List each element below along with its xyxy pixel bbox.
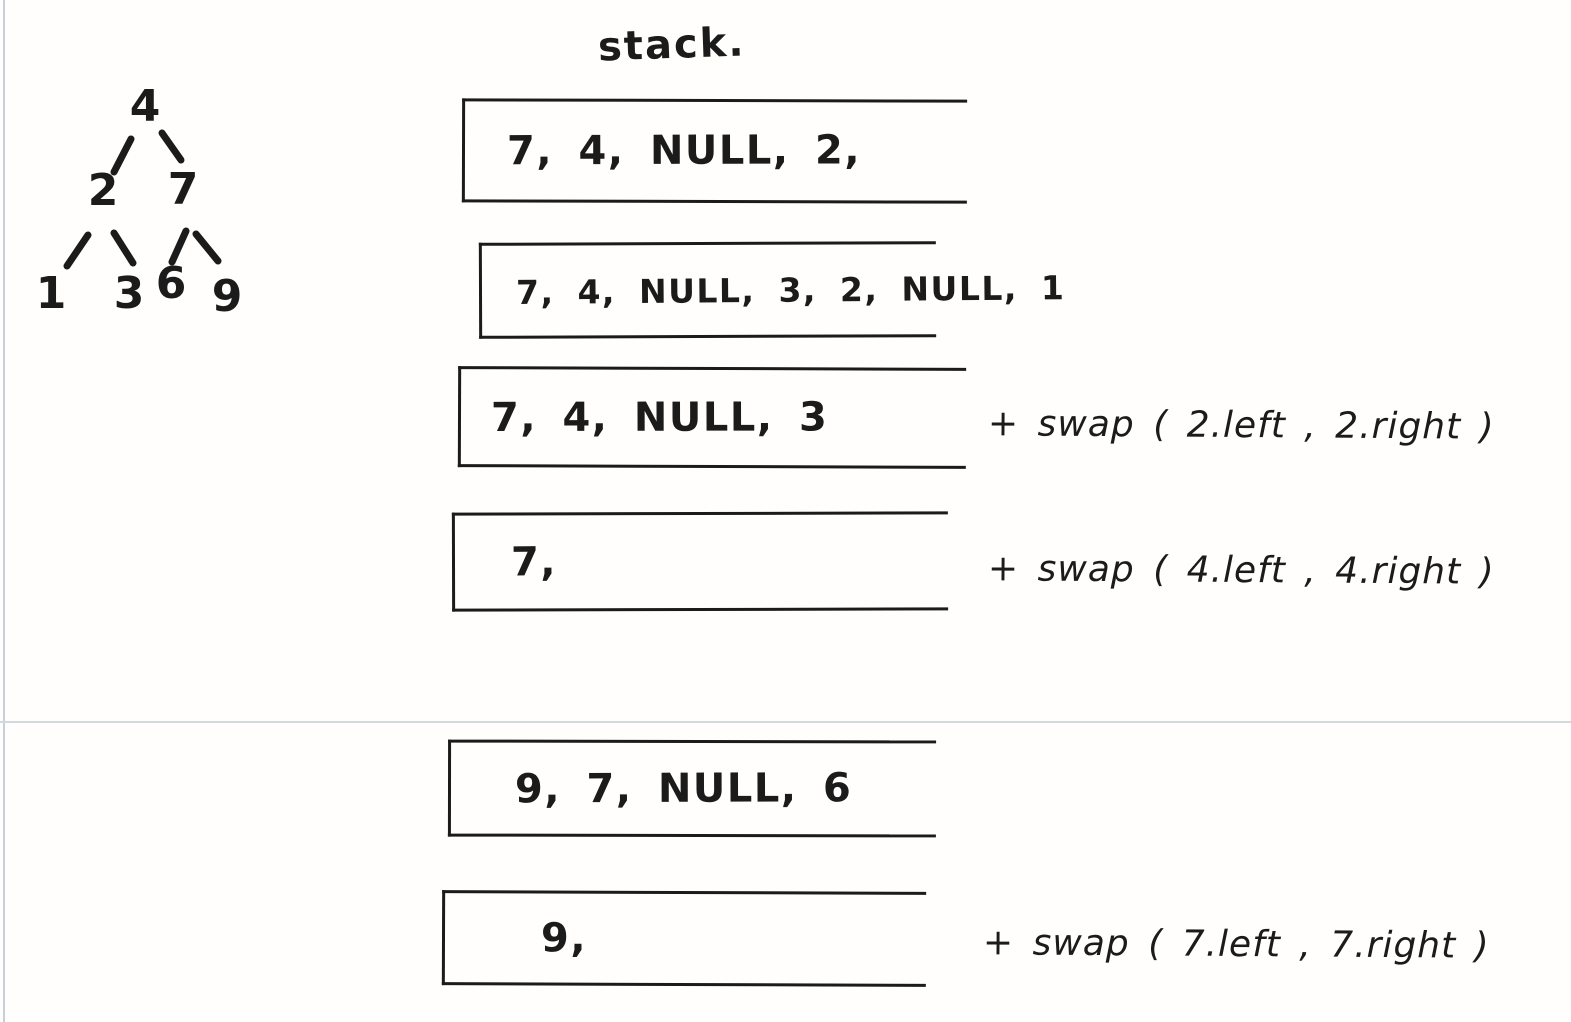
tree-node-9: 9 [211,271,243,322]
tree-edge-2-3 [110,229,137,267]
stack-state-box-5: 9, 7, NULL, 6 [447,739,937,838]
swap-annotation-4: + swap ( 4.left , 4.right ) [987,548,1495,593]
stack-state-content-5: 9, 7, NULL, 6 [514,764,853,812]
tree-node-7: 7 [167,164,199,215]
tree-edge-7-9 [192,230,222,265]
binary-tree-sketch: 4 2 7 1 3 6 9 [10,50,270,340]
stack-state-box-2: 7, 4, NULL, 3, 2, NULL, 1 [478,241,1066,339]
swap-annotation-7: + swap ( 7.left , 7.right ) [982,922,1490,967]
stack-state-content-2: 7, 4, NULL, 3, 2, NULL, 1 [515,267,1066,312]
stack-state-content-4: 7, [510,538,558,585]
tree-edge-4-2 [110,135,135,176]
stack-state-box-3: 7, 4, NULL, 3 [457,366,967,469]
swap-annotation-2: + swap ( 2.left , 2.right ) [987,403,1495,448]
tree-node-2: 2 [87,165,119,216]
stack-title: stack. [597,19,747,71]
stack-state-box-6: 9, [441,890,927,987]
stack-state-box-1: 7, 4, NULL, 2, [461,98,968,204]
stack-state-content-1: 7, 4, NULL, 2, [506,127,862,175]
stack-state-box-4: 7, [451,511,949,612]
tree-edge-4-7 [158,129,185,164]
tree-edge-2-1 [63,231,92,270]
tree-edge-7-6 [168,227,190,266]
tree-node-3: 3 [113,268,145,319]
stack-state-content-6: 9, [540,914,588,961]
tree-node-1: 1 [35,268,67,319]
canvas-left-guide-line [3,0,5,1022]
tree-edges [63,129,222,270]
tree-node-6: 6 [155,258,187,309]
section-divider-line [0,721,1571,723]
tree-node-4: 4 [129,81,161,132]
stack-state-content-3: 7, 4, NULL, 3 [490,393,829,441]
